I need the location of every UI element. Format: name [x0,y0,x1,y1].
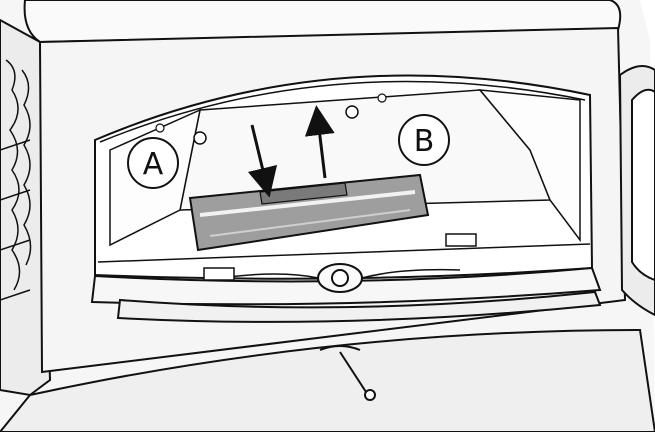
callout-a-label: A [143,147,164,182]
callout-b-label: B [414,124,435,159]
callout-b: B [399,115,449,165]
callout-a: A [128,138,178,188]
stove-door [620,66,655,315]
